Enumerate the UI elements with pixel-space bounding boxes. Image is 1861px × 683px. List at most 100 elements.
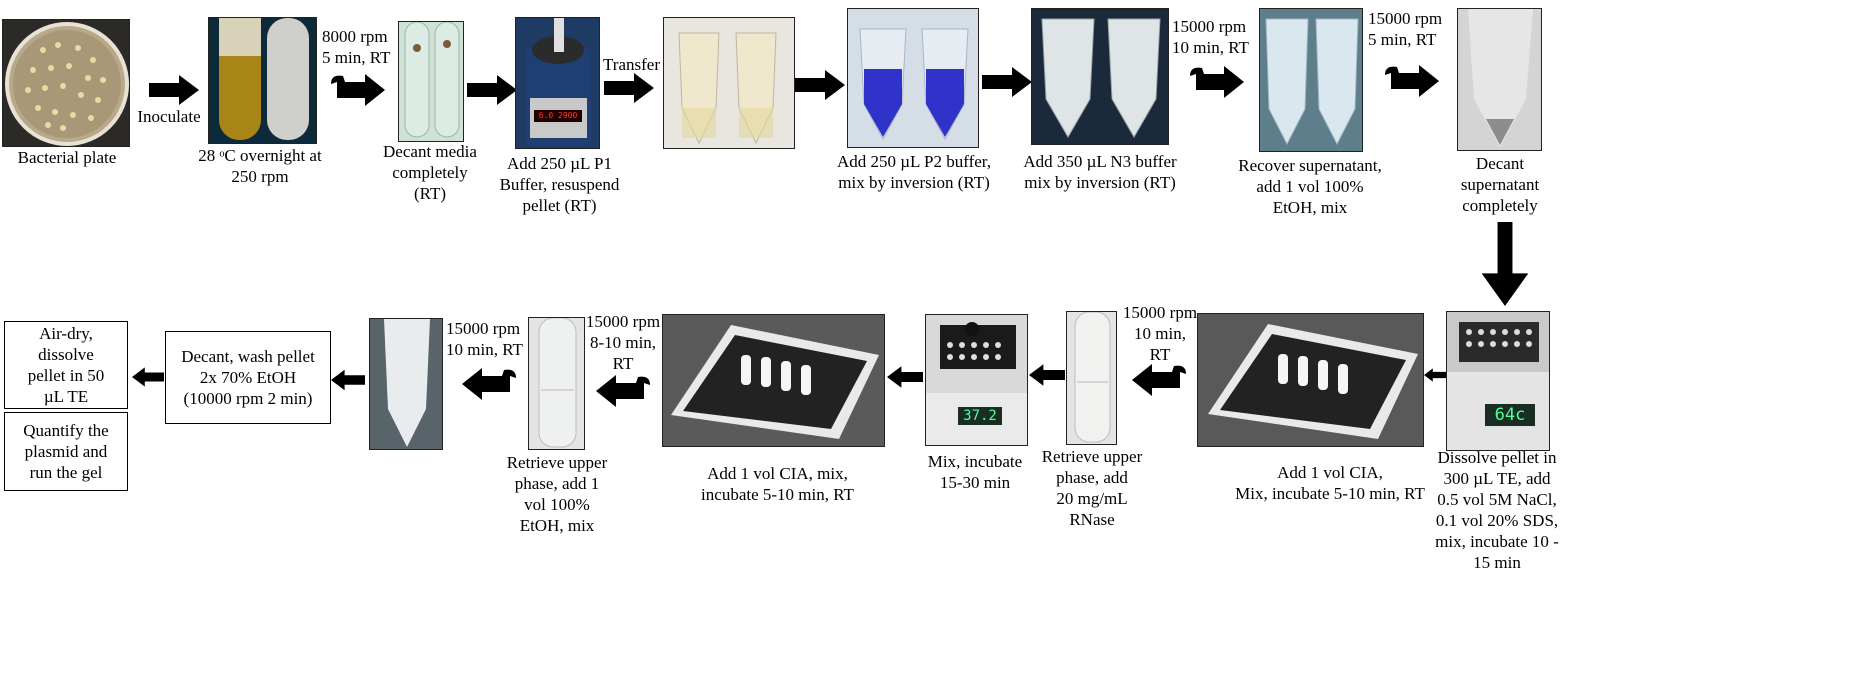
arrow-left-icon bbox=[1029, 361, 1065, 389]
air-dry-box: Air-dry, dissolve pellet in 50 µL TE bbox=[4, 321, 128, 409]
centrifuge-arrow-icon bbox=[327, 70, 387, 110]
spin-2-label: 15000 rpm 10 min, RT bbox=[1172, 16, 1249, 58]
spin-3-line-2: 5 min, RT bbox=[1368, 30, 1437, 49]
centrifuge-arrow-icon bbox=[1185, 62, 1247, 102]
centrifuge-display: 6.0 2900 bbox=[534, 110, 582, 122]
decant-line-1: Decant media bbox=[383, 142, 477, 161]
p2-line-1: Add 250 µL P2 buffer, bbox=[836, 152, 992, 171]
cia-1-line-1: Add 1 vol CIA, bbox=[1277, 463, 1383, 482]
recover-line-3: EtOH, mix bbox=[1272, 198, 1348, 217]
spin-1-label: 8000 rpm 5 min, RT bbox=[322, 26, 390, 68]
arrow-right-icon bbox=[149, 75, 199, 105]
decsup-line-2: supernatant bbox=[1460, 175, 1540, 194]
rnase-line-1: Retrieve upper bbox=[1041, 447, 1143, 466]
overnight-line-2: 250 rpm bbox=[231, 167, 289, 186]
centrifuge-arrow-icon bbox=[458, 364, 522, 404]
overnight-line-1: 28 ᵒC overnight at bbox=[198, 146, 322, 165]
etoh-line-4: EtOH, mix bbox=[519, 516, 595, 535]
dissolve-line-3: 0.5 vol 5M NaCl, bbox=[1437, 490, 1557, 509]
rnase-line-2: phase, add bbox=[1056, 468, 1128, 487]
recover-label: Recover supernatant, add 1 vol 100% EtOH… bbox=[1225, 155, 1395, 218]
dissolve-pellet-label: Dissolve pellet in 300 µL TE, add 0.5 vo… bbox=[1430, 447, 1564, 573]
arrow-left-icon bbox=[1424, 360, 1446, 390]
vortex-device-photo: 6.0 2900 bbox=[515, 17, 600, 149]
spin-4-label: 15000 rpm 10 min, RT bbox=[1120, 302, 1200, 365]
n3-line-2: mix by inversion (RT) bbox=[1024, 173, 1176, 192]
spin-4-line-2: 10 min, bbox=[1134, 324, 1186, 343]
centrifuge-arrow-icon bbox=[1380, 61, 1442, 101]
retrieve-rnase-label: Retrieve upper phase, add 20 mg/mL RNase bbox=[1036, 446, 1148, 530]
incubator-display-37: 37.2 bbox=[958, 407, 1002, 425]
arrow-left-icon bbox=[331, 366, 365, 394]
spin-4-line-3: RT bbox=[1149, 345, 1171, 364]
arrow-down-icon bbox=[1480, 222, 1530, 306]
supernatant-tubes-photo bbox=[1259, 8, 1363, 152]
rnase-line-3: 20 mg/mL bbox=[1056, 489, 1128, 508]
inoculate-label: Inoculate bbox=[137, 107, 201, 126]
spin-1-line-2: 5 min, RT bbox=[322, 48, 391, 67]
upper-phase-tube-photo-2 bbox=[528, 317, 585, 450]
etoh-line-1: Retrieve upper bbox=[506, 453, 608, 472]
n3-tubes-photo bbox=[1031, 8, 1169, 145]
add-cia-1-label: Add 1 vol CIA, Mix, incubate 5-10 min, R… bbox=[1230, 462, 1430, 504]
arrow-right-icon bbox=[795, 70, 845, 100]
washed-pellet-tube-photo bbox=[369, 318, 443, 450]
decsup-line-1: Decant bbox=[1475, 154, 1525, 173]
p1-line-3: pellet (RT) bbox=[522, 196, 597, 215]
spin-6-line-1: 15000 rpm bbox=[446, 319, 521, 338]
upper-phase-tube-photo-1 bbox=[1066, 311, 1117, 445]
decant-line-2: completely bbox=[392, 163, 468, 182]
decanted-tubes-photo bbox=[398, 21, 464, 142]
recover-line-1: Recover supernatant, bbox=[1238, 156, 1382, 175]
spin-1-line-1: 8000 rpm bbox=[322, 27, 388, 46]
etoh-line-3: vol 100% bbox=[524, 495, 590, 514]
decsup-line-3: completely bbox=[1462, 196, 1538, 215]
wash-pellet-box: Decant, wash pellet 2x 70% EtOH (10000 r… bbox=[165, 331, 331, 424]
p2-line-2: mix by inversion (RT) bbox=[838, 173, 990, 192]
add-p1-label: Add 250 µL P1 Buffer, resuspend pellet (… bbox=[492, 153, 627, 216]
decant-media-label: Decant media completely (RT) bbox=[375, 141, 485, 204]
arrow-left-icon bbox=[887, 363, 923, 391]
spin-6-line-2: 10 min, RT bbox=[446, 340, 523, 359]
n3-line-1: Add 350 µL N3 buffer bbox=[1023, 152, 1177, 171]
p1-tubes-photo bbox=[663, 17, 795, 149]
cia-1-line-2: Mix, incubate 5-10 min, RT bbox=[1235, 484, 1425, 503]
pellet-tube-photo bbox=[1457, 8, 1542, 151]
cia-2-line-1: Add 1 vol CIA, mix, bbox=[707, 464, 848, 483]
add-cia-2-label: Add 1 vol CIA, mix, incubate 5-10 min, R… bbox=[680, 463, 875, 505]
decant-supernatant-label: Decant supernatant completely bbox=[1445, 153, 1555, 216]
mix-line-2: 15-30 min bbox=[939, 473, 1011, 492]
spin-5-line-3: RT bbox=[612, 354, 634, 373]
retrieve-etoh-label: Retrieve upper phase, add 1 vol 100% EtO… bbox=[505, 452, 609, 536]
shaker-rack-photo-2 bbox=[662, 314, 885, 447]
spin-2-line-1: 15000 rpm bbox=[1172, 17, 1247, 36]
dissolve-line-5: mix, incubate 10 - bbox=[1435, 532, 1559, 551]
p1-line-1: Add 250 µL P1 bbox=[506, 154, 613, 173]
centrifuge-arrow-icon bbox=[592, 371, 656, 411]
spin-3-line-1: 15000 rpm bbox=[1368, 9, 1443, 28]
etoh-line-2: phase, add 1 bbox=[514, 474, 600, 493]
decant-line-3: (RT) bbox=[413, 184, 447, 203]
cia-2-line-2: incubate 5-10 min, RT bbox=[701, 485, 854, 504]
heat-block-photo: 64c bbox=[1446, 311, 1550, 451]
dissolve-line-6: 15 min bbox=[1473, 553, 1521, 572]
spin-3-label: 15000 rpm 5 min, RT bbox=[1368, 8, 1442, 50]
spin-5-line-2: 8-10 min, bbox=[589, 333, 657, 352]
bacterial-plate-label: Bacterial plate bbox=[17, 148, 117, 167]
spin-6-label: 15000 rpm 10 min, RT bbox=[446, 318, 523, 360]
bacterial-plate-photo bbox=[2, 19, 130, 147]
spin-5-label: 15000 rpm 8-10 min, RT bbox=[582, 311, 664, 374]
quantify-box: Quantify the plasmid and run the gel bbox=[4, 412, 128, 491]
p2-tubes-photo bbox=[847, 8, 979, 148]
arrow-right-icon bbox=[467, 75, 517, 105]
centrifuge-arrow-icon bbox=[1128, 360, 1192, 400]
rnase-line-4: RNase bbox=[1069, 510, 1115, 529]
arrow-right-icon bbox=[603, 73, 655, 103]
dissolve-line-2: 300 µL TE, add bbox=[1443, 469, 1551, 488]
dissolve-line-4: 0.1 vol 20% SDS, bbox=[1435, 511, 1559, 530]
heat-block-display-64: 64c bbox=[1485, 404, 1535, 426]
mix-incubate-label: Mix, incubate 15-30 min bbox=[910, 451, 1040, 493]
spin-5-line-1: 15000 rpm bbox=[585, 312, 661, 331]
spin-2-line-2: 10 min, RT bbox=[1172, 38, 1249, 57]
add-n3-label: Add 350 µL N3 buffer mix by inversion (R… bbox=[1010, 151, 1190, 193]
